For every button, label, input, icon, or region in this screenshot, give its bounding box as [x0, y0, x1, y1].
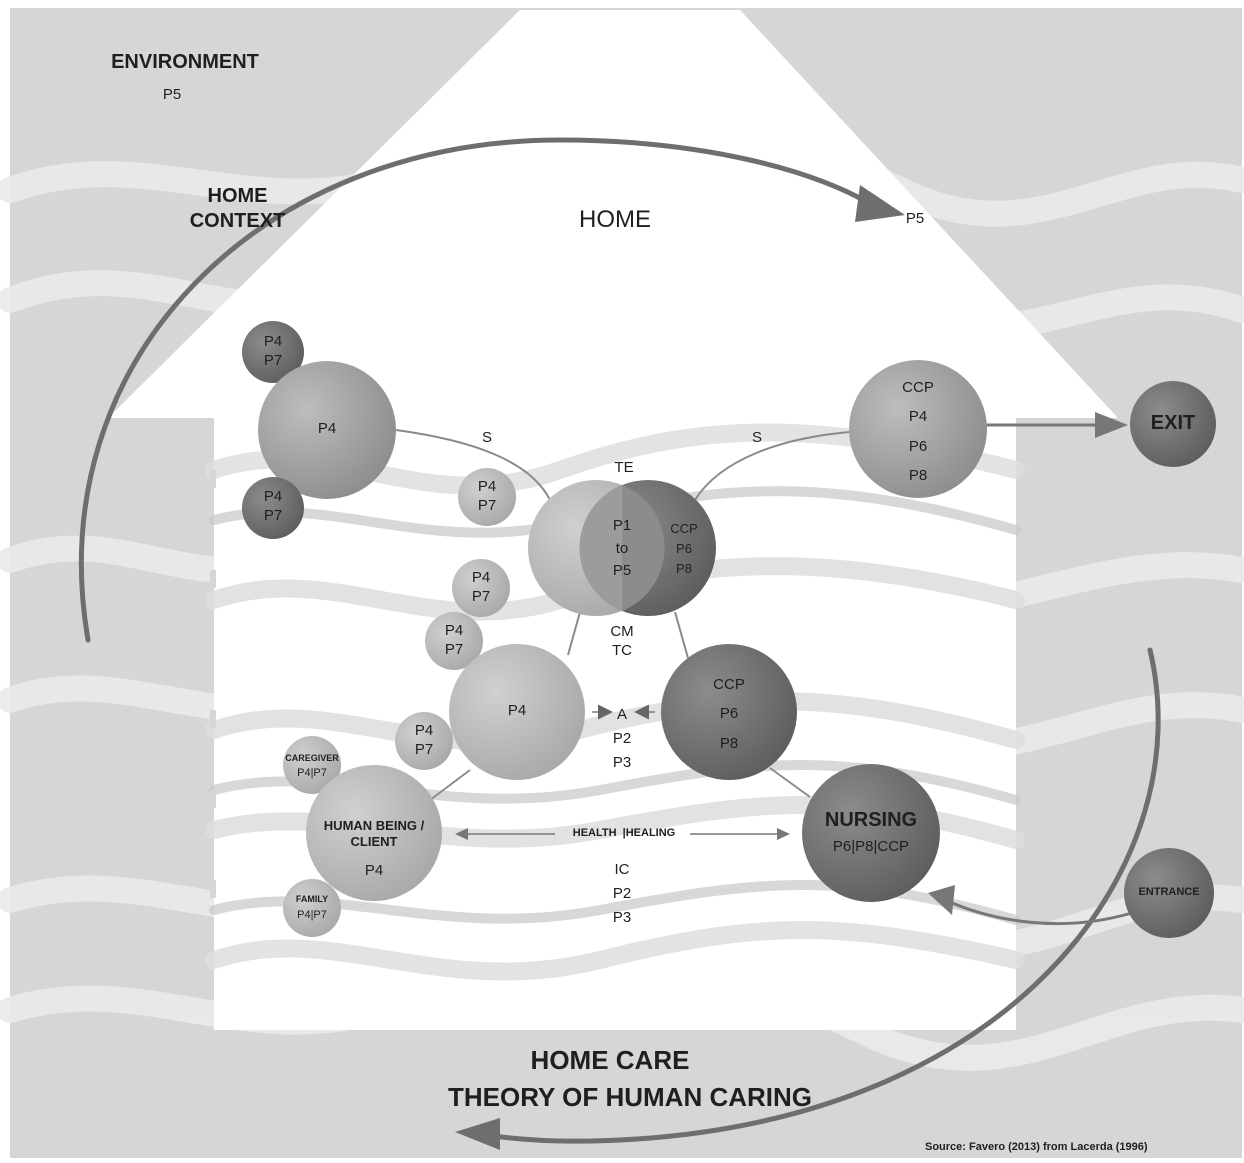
circle-right-top: [849, 360, 987, 498]
s-right-label: S: [751, 429, 762, 446]
source-label: Source: Favero (2013) from Lacerda (1996…: [925, 1141, 1148, 1153]
circle-small-a-text: P4 P7: [477, 478, 497, 514]
circle-family: [283, 879, 341, 937]
human-being-p-text: P4: [364, 862, 384, 879]
circle-ccp-mid: [661, 644, 797, 780]
caregiver-p-text: P4|P7: [297, 767, 327, 779]
circle-small-c-text: P4 P7: [444, 622, 464, 658]
caregiver-title: CAREGIVER: [285, 753, 339, 763]
bottom-arc-head: [455, 1118, 500, 1150]
entrance-arrow-line: [944, 898, 1136, 926]
circle-top-small-left: [242, 321, 304, 383]
circle-small-a: [458, 468, 516, 526]
circle-small-b: [452, 559, 510, 617]
circle-human-being: [306, 765, 442, 901]
home-context-label: HOME CONTEXT: [189, 185, 286, 232]
circle-small-c: [425, 612, 483, 670]
cm-tc-label: CM TC: [610, 623, 634, 659]
circle-center-left-text: P1 to P5: [612, 517, 632, 579]
circle-right-top-text: CCP P4 P6 P8: [902, 379, 934, 484]
family-title: FAMILY: [295, 894, 329, 904]
arc-p5-label: P5: [905, 210, 925, 227]
footer-home-care: HOME CARE: [530, 1045, 690, 1075]
top-arc-head: [855, 185, 905, 222]
circle-entrance: [1124, 848, 1214, 938]
entrance-arrow-head: [928, 885, 955, 915]
circle-mid-small-left-text: P4 P7: [263, 488, 283, 524]
wall-notches: [210, 470, 216, 898]
s-left-label: S: [481, 429, 492, 446]
nursing-label: NURSING: [824, 809, 918, 831]
te-label: TE: [614, 459, 634, 476]
health-healing-label: HEALTH |HEALING: [572, 827, 676, 839]
circle-ccp-mid-text: CCP P6 P8: [713, 676, 745, 752]
connectors: [395, 429, 851, 801]
circle-center-right-text: CCP P6 P8: [670, 521, 698, 577]
exit-label: EXIT: [1150, 412, 1196, 434]
circle-mid-small-left: [242, 477, 304, 539]
family-p-text: P4|P7: [297, 909, 327, 921]
circle-p4-mid-text: P4: [507, 702, 527, 719]
ic-p2-p3-label: IC P2 P3: [612, 861, 632, 926]
a-p2-p3-label: A P2 P3: [612, 706, 632, 771]
circle-caregiver: [283, 736, 341, 794]
circle-top-small-left-text: P4 P7: [263, 333, 283, 369]
environment-p-label: P5: [162, 86, 182, 103]
entrance-label: ENTRANCE: [1138, 886, 1200, 898]
circle-exit: [1130, 381, 1216, 467]
circle-nursing: [802, 764, 940, 902]
footer-theory: THEORY OF HUMAN CARING: [448, 1082, 812, 1112]
bottom-arc: [467, 647, 1161, 1144]
home-label: HOME: [579, 206, 651, 233]
circle-p4-large-left: [258, 361, 396, 499]
exit-arrow-head: [1095, 412, 1128, 438]
environment-label: ENVIRONMENT: [111, 51, 259, 73]
circle-small-d: [395, 712, 453, 770]
circle-p4-mid: [449, 644, 585, 780]
circle-p4-large-left-text: P4: [317, 420, 337, 437]
circle-small-d-text: P4 P7: [414, 722, 434, 758]
nursing-p-text: P6|P8|CCP: [832, 838, 910, 855]
top-arc: [78, 137, 883, 643]
circle-small-b-text: P4 P7: [471, 569, 491, 605]
human-being-label: HUMAN BEING / CLIENT: [323, 818, 425, 850]
